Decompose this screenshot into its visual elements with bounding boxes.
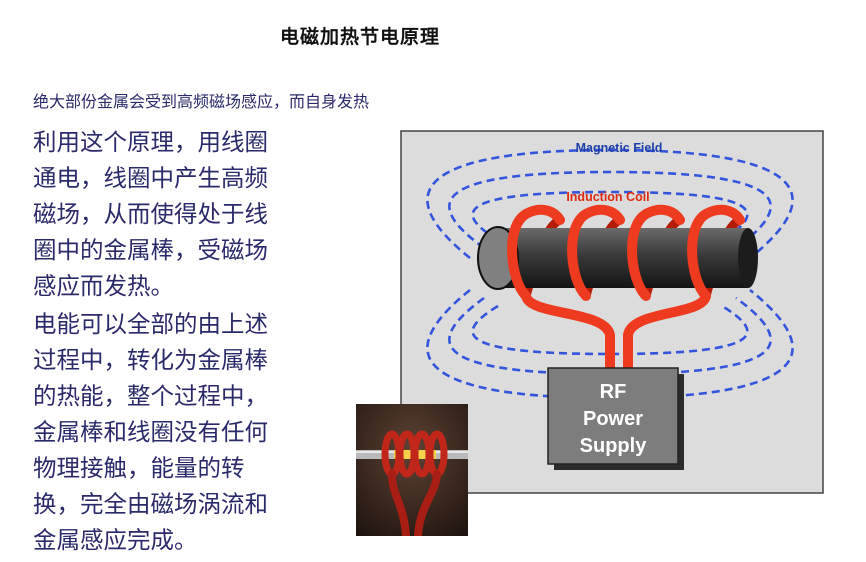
induction-coil-front bbox=[507, 204, 745, 301]
page-title: 电磁加热节电原理 bbox=[280, 26, 441, 48]
induction-coil-photo bbox=[356, 404, 468, 536]
paragraph2-line: 金属感应完成。 bbox=[33, 526, 198, 554]
subtitle: 绝大部份金属会受到高频磁场感应，而自身发热 bbox=[33, 88, 369, 112]
metal-rod bbox=[498, 228, 748, 288]
paragraph1-line: 磁场，从而使得处于线 bbox=[33, 200, 268, 228]
induction-heating-diagram: Magnetic Field Induction Coil RF Power S… bbox=[400, 130, 824, 494]
paragraph2-line: 物理接触，能量的转 bbox=[33, 454, 245, 482]
power-supply-label-line: Supply bbox=[580, 435, 648, 457]
subtitle-part-2: 高频磁场 bbox=[177, 92, 242, 111]
power-supply-box bbox=[547, 367, 679, 465]
paragraph2-line: 过程中，转化为金属棒 bbox=[33, 346, 268, 374]
rod-end-right bbox=[738, 228, 758, 288]
paragraph2-line: 电能可以全部的由上述 bbox=[33, 310, 268, 338]
paragraph1-line: 感应而发热。 bbox=[33, 272, 174, 300]
paragraph2-line: 换，完全由磁场涡流和 bbox=[33, 490, 268, 518]
paragraph-principle: 利用这个原理，用线圈 通电，线圈中产生高频 磁场，从而使得处于线 圈中的金属棒，… bbox=[33, 124, 333, 304]
paragraph-energy: 电能可以全部的由上述 过程中，转化为金属棒 的热能，整个过程中， 金属棒和线圈没… bbox=[33, 306, 333, 558]
paragraph1-line: 利用这个原理，用线圈 bbox=[33, 128, 268, 156]
magnetic-field-label: Magnetic Field bbox=[576, 141, 663, 155]
subtitle-part-3: 感应，而自身发热 bbox=[241, 92, 370, 111]
paragraph1-line: 圈中的金属棒，受磁场 bbox=[33, 236, 268, 264]
paragraph2-line: 金属棒和线圈没有任何 bbox=[33, 418, 268, 446]
field-line-outer bbox=[426, 148, 794, 260]
power-supply-label-line: RF bbox=[600, 381, 627, 403]
field-line-middle bbox=[448, 170, 772, 250]
induction-coil-label: Induction Coil bbox=[566, 190, 649, 204]
paragraph1-line: 通电，线圈中产生高频 bbox=[33, 164, 268, 192]
subtitle-part-1: 绝大部份金属会受到 bbox=[33, 92, 178, 111]
photo-coil-leads bbox=[388, 470, 441, 536]
power-supply-label-line: Power bbox=[583, 408, 643, 430]
coil-leads bbox=[521, 291, 711, 373]
paragraph2-line: 的热能，整个过程中， bbox=[33, 382, 268, 410]
